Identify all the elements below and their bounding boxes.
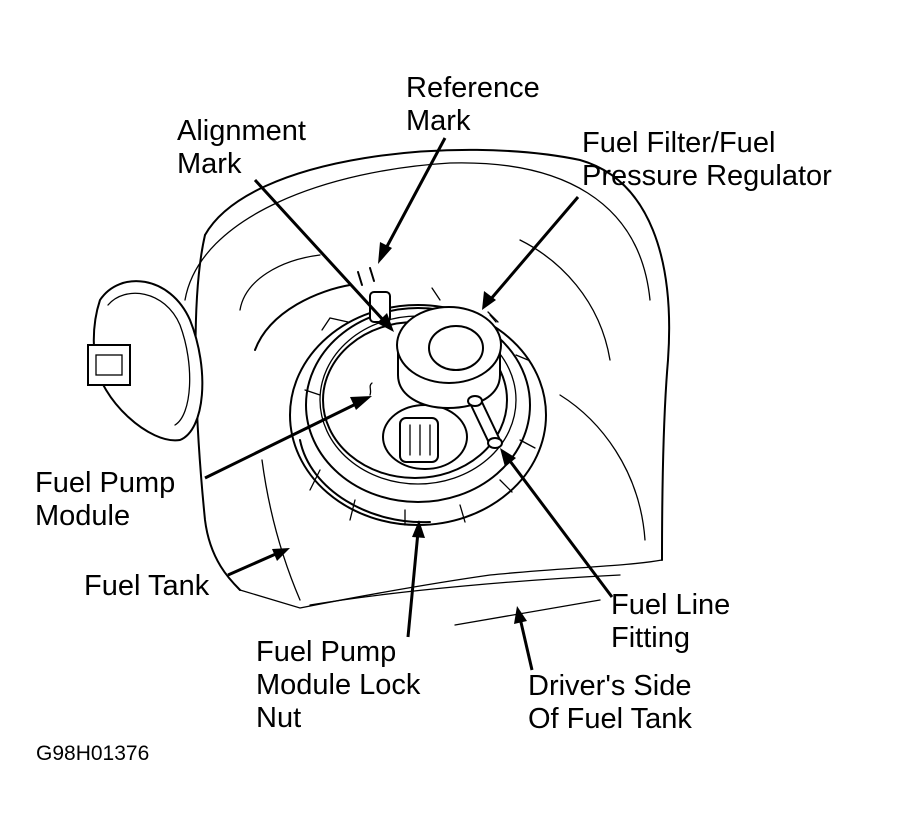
figure-code: G98H01376 [36,742,150,765]
label-fuel-pump-module-line-2: Module [35,500,131,532]
label-drivers-side-line-1: Driver's Side [528,670,692,702]
label-drivers-side: Driver's Side Of Fuel Tank [528,670,692,736]
label-alignment-mark-line-2: Mark [177,148,242,180]
access-cover [87,280,204,442]
label-lock-nut-line-2: Module Lock [256,669,421,701]
label-alignment-mark: Alignment Mark [177,115,306,181]
leader-arrows [204,137,614,671]
fuel-tank-outline [184,148,671,626]
label-reference-mark: Reference Mark [406,72,540,138]
fuel-filter-regulator [396,306,502,410]
label-drivers-side-line-2: Of Fuel Tank [528,703,692,735]
label-fuel-pump-module-line-1: Fuel Pump [35,467,176,499]
label-fuel-tank: Fuel Tank [84,570,209,603]
label-fuel-tank-line-1: Fuel Tank [84,570,210,602]
label-fuel-filter-line-1: Fuel Filter/Fuel [582,127,776,159]
label-lock-nut-line-1: Fuel Pump [256,636,397,668]
label-fuel-filter-regulator: Fuel Filter/Fuel Pressure Regulator [582,127,832,193]
label-fuel-line-fitting-line-2: Fitting [611,622,690,654]
label-fuel-filter-line-2: Pressure Regulator [582,160,832,192]
label-alignment-mark-line-1: Alignment [177,115,306,147]
label-reference-mark-line-2: Mark [406,105,471,137]
label-lock-nut: Fuel Pump Module Lock Nut [256,636,420,735]
label-lock-nut-line-3: Nut [256,702,302,734]
label-fuel-pump-module: Fuel Pump Module [35,467,175,533]
reference-mark-lines [357,267,375,286]
label-fuel-line-fitting-line-1: Fuel Line [611,589,731,621]
fuel-line-fitting [467,395,503,449]
label-reference-mark-line-1: Reference [406,72,540,104]
label-fuel-line-fitting: Fuel Line Fitting [611,589,730,655]
